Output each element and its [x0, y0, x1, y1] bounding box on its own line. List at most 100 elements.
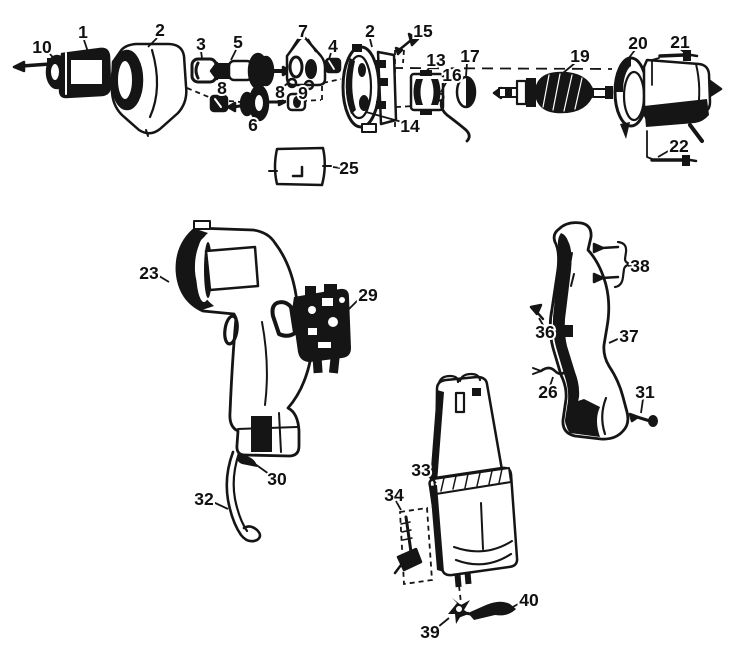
- part-callout-4-6: 4: [328, 36, 338, 56]
- part-callout-1-1: 1: [78, 22, 88, 42]
- callout-leader-33: [426, 474, 437, 484]
- callout-leader-1: [83, 39, 89, 53]
- housing-right-37-shape: [548, 221, 630, 441]
- screw-34-shape: [393, 515, 423, 575]
- end-bell-20-shape: [613, 56, 649, 139]
- terminal-39-shape: [448, 598, 473, 624]
- gear-shaft-5-shape: [209, 52, 292, 90]
- gear-cluster-6-shape: [226, 84, 287, 122]
- part-callout-2-2: 2: [155, 20, 165, 40]
- gear-housing-2-shape: [110, 42, 188, 137]
- callout-leader-3: [200, 50, 203, 59]
- callout-leader-17: [465, 62, 468, 77]
- part-callout-30-29: 30: [267, 469, 287, 489]
- callout-leader-39: [437, 617, 450, 628]
- callout-leader-7: [307, 38, 317, 53]
- callout-leader-25: [332, 166, 341, 169]
- part-callout-17-11: 17: [460, 46, 479, 66]
- part-callout-36-25: 36: [535, 322, 555, 342]
- part-callout-31-28: 31: [635, 382, 655, 402]
- lever-40-shape: [458, 601, 516, 620]
- callout-leader-23: [158, 275, 170, 283]
- clip-30-shape: [237, 452, 257, 467]
- part-callout-16-10: 16: [442, 65, 462, 85]
- callout-leader-5: [230, 49, 237, 61]
- part-callout-6-16: 6: [248, 115, 258, 135]
- part-callout-13-9: 13: [426, 50, 446, 70]
- callout-leader-8: [218, 92, 222, 97]
- part-callout-39-34: 39: [420, 622, 440, 642]
- switch-29-shape: [270, 284, 351, 374]
- callout-leader-32: [212, 501, 229, 510]
- screw-21-shape: [651, 50, 699, 86]
- callout-leader-2: [369, 38, 373, 48]
- part-callout-9-18: 9: [298, 83, 308, 103]
- callout-leader-31: [640, 398, 644, 414]
- screw-22-shape: [646, 130, 698, 166]
- square-washer-shape: [286, 92, 307, 112]
- part-callout-8-17: 8: [275, 82, 285, 102]
- screws-38-shape: [592, 240, 633, 289]
- part-callout-23-22: 23: [139, 263, 159, 283]
- part-callout-40-33: 40: [519, 590, 539, 610]
- part-callout-34-32: 34: [384, 485, 404, 505]
- nut-8-left-shape: [209, 94, 229, 113]
- callout-leader-37: [608, 337, 621, 344]
- brush-wire-16-shape: [435, 92, 471, 143]
- callout-leader-40: [510, 602, 521, 609]
- callout-leader-26: [549, 376, 554, 387]
- callout-leader-20: [627, 49, 636, 60]
- brace-38: [613, 240, 633, 289]
- callout-leader-29: [340, 298, 360, 318]
- part-callout-21-14: 21: [670, 32, 690, 52]
- screw-31-shape: [628, 412, 658, 427]
- callout-leader-14: [365, 111, 403, 123]
- callout-leader-34: [395, 500, 402, 511]
- part-callout-22-20: 22: [669, 136, 689, 156]
- part-callout-20-13: 20: [628, 33, 648, 53]
- part-callout-5-4: 5: [233, 32, 243, 52]
- brush-cap-17-shape: [455, 75, 477, 109]
- motor-can-shape: [642, 58, 723, 143]
- part-callout-3-3: 3: [196, 34, 206, 54]
- gearcase-plate-2-shape: [341, 44, 398, 133]
- callout-leader-7: [290, 38, 299, 51]
- callout-leader-15: [409, 33, 416, 40]
- battery-33-shape: [428, 372, 519, 588]
- wire-26-shape: [532, 360, 570, 376]
- part-callout-2-7: 2: [365, 21, 375, 41]
- part-callout-37-26: 37: [619, 326, 638, 346]
- part-callout-38-24: 38: [630, 256, 650, 276]
- bearing-plate-7-shape: [285, 36, 327, 91]
- callout-leader-30: [254, 463, 270, 475]
- brush-holder-13-shape: [409, 70, 445, 115]
- part-callout-33-31: 33: [411, 460, 431, 480]
- nut-4-shape: [324, 57, 342, 74]
- callout-leader-6: [253, 112, 257, 120]
- part-callout-19-12: 19: [570, 46, 590, 66]
- screw-36-shape: [529, 303, 545, 321]
- callout-leader-21: [678, 47, 685, 53]
- callout-leader-9: [304, 83, 309, 89]
- part-callout-25-21: 25: [339, 158, 359, 178]
- callout-leader-19: [562, 62, 576, 74]
- part-callout-32-30: 32: [194, 489, 214, 509]
- callout-leader-16: [440, 80, 448, 93]
- label-plate-25-shape: [268, 146, 332, 187]
- part-callout-26-27: 26: [538, 382, 558, 402]
- part-callout-29-23: 29: [358, 285, 378, 305]
- callout-leader-36: [538, 317, 544, 326]
- part-callout-10-0: 10: [32, 37, 52, 57]
- part-callout-15-8: 15: [413, 21, 433, 41]
- part-callout-14-19: 14: [400, 116, 420, 136]
- housing-left-23-shape: [175, 220, 317, 458]
- callout-leader-2: [147, 37, 158, 48]
- armature-19-shape: [492, 71, 613, 114]
- callout-leader-10: [48, 52, 60, 65]
- chuck-1-shape: [45, 47, 112, 99]
- part-callout-7-5: 7: [298, 21, 308, 41]
- callout-leader-13: [423, 65, 432, 75]
